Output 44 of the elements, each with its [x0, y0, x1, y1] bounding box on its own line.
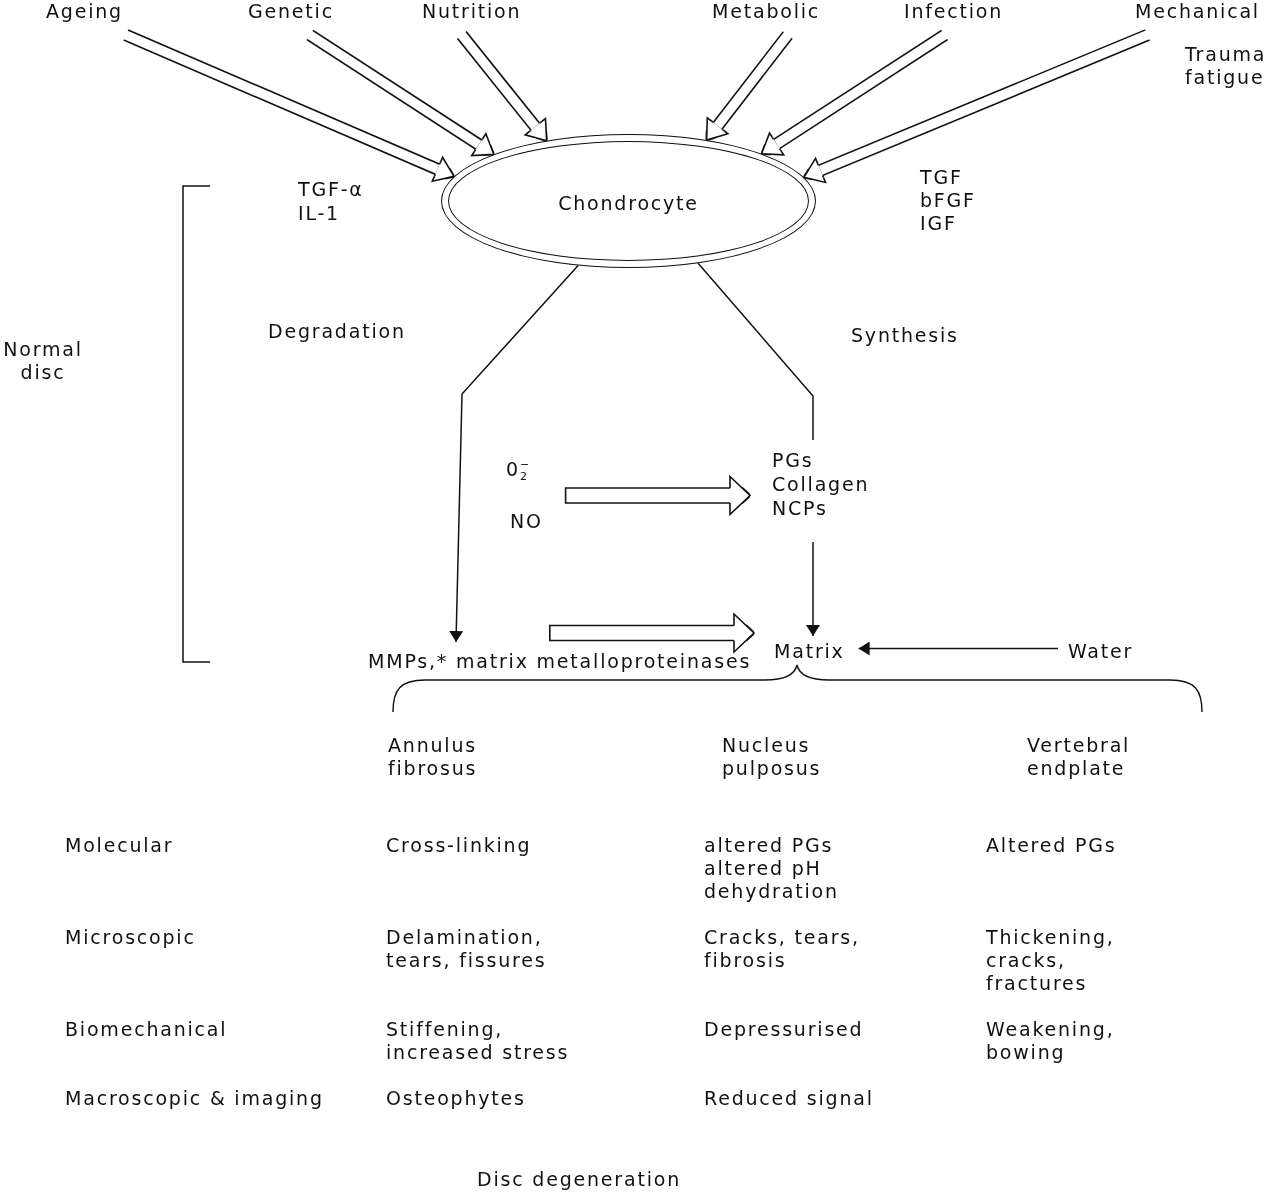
column-label: Vertebral endplate	[1027, 734, 1132, 780]
node-label: Matrix	[774, 640, 845, 663]
mediator-label: IL-1	[298, 202, 340, 225]
row-label: Molecular	[65, 834, 174, 857]
table-entry: Stiffening, increased stress	[386, 1018, 571, 1064]
row-label: Biomechanical	[65, 1018, 228, 1041]
node-text: Chondrocyte	[558, 191, 699, 215]
row-label: Microscopic	[65, 926, 196, 949]
node-label: MMPs,* matrix metalloproteinases	[368, 650, 752, 673]
arrow	[857, 641, 1059, 656]
arrow	[806, 541, 820, 637]
product-text: PGs	[772, 448, 814, 472]
mediator-label: TGF	[920, 166, 963, 189]
factor-label: Metabolic	[712, 0, 821, 23]
table-entry: Altered PGs	[986, 834, 1117, 857]
table-entry: Weakening, bowing	[986, 1018, 1116, 1064]
mediator-label: IGF	[920, 212, 957, 235]
table-entry: Cross-linking	[386, 834, 532, 857]
table-entry: altered PGs altered pH dehydration	[704, 834, 840, 903]
table-entry: Reduced signal	[704, 1087, 874, 1110]
column-label: Annulus fibrosus	[388, 734, 479, 780]
footer-label: Disc degeneration	[477, 1168, 681, 1191]
table-entry: Delamination, tears, fissures	[386, 926, 548, 972]
row-label: Macroscopic & imaging	[65, 1087, 324, 1110]
formula-text: NO	[510, 510, 543, 533]
table-entry: Osteophytes	[386, 1087, 526, 1110]
node-label: Water	[1068, 640, 1134, 663]
arrow	[449, 264, 579, 643]
table-entry: Cracks, tears, fibrosis	[704, 926, 861, 972]
column-label: Nucleus pulposus	[722, 734, 823, 780]
factor-label: Nutrition	[422, 0, 522, 23]
factor-label: Infection	[904, 0, 1004, 23]
factor-label: Ageing	[46, 0, 123, 23]
factor-label: Genetic	[248, 0, 334, 23]
table-entry: Thickening, cracks, fractures	[986, 926, 1116, 995]
mediator-label: TGF-α	[298, 178, 364, 201]
bracket-label: Normal disc	[2, 338, 84, 384]
mediator-label: bFGF	[920, 189, 976, 212]
factor-label: Mechanical	[1135, 0, 1260, 23]
product-text: NCPs	[772, 496, 828, 520]
product-text: Collagen	[772, 472, 870, 496]
connector-line	[697, 262, 814, 441]
table-entry: Depressurised	[704, 1018, 864, 1041]
note-text: Trauma fatigue	[1185, 43, 1268, 89]
